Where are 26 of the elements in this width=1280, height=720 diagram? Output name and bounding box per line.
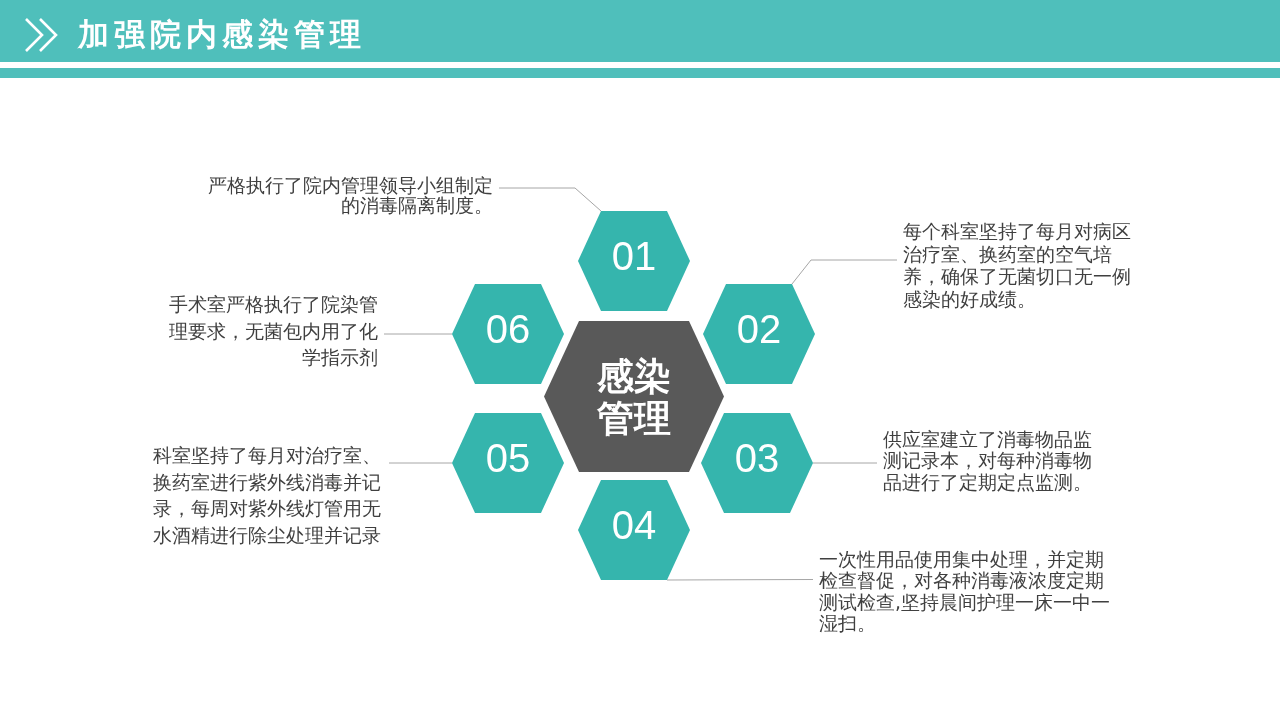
description-text: 一次性用品使用集中处理，并定期检查督促，对各种消毒液浓度定期测试检查,坚持晨间护理一床一中一湿扫。 (813, 548, 1111, 635)
description-text: 科室坚持了每月对治疗室、换药室进行紫外线消毒并记录，每周对紫外线灯管用无水酒精进行除尘处理并记录 (153, 443, 389, 549)
page-title: 加强院内感染管理 (78, 15, 366, 53)
hexagon-number: 05 (485, 438, 531, 478)
hexagon (452, 413, 564, 513)
hexagon (703, 284, 815, 384)
leader-line (383, 333, 453, 335)
description-text: 每个科室坚持了每月对病区治疗室、换药室的空气培养，确保了无菌切口无一例感染的好成绩。 (897, 221, 1139, 311)
hexagon (578, 211, 690, 311)
leader-line (812, 462, 878, 464)
hexagon (578, 480, 690, 580)
hexagon (701, 413, 813, 513)
hexagon-number: 02 (736, 309, 782, 349)
leader-line (498, 187, 602, 212)
center-label: 感染管理 (596, 356, 672, 440)
hexagon (452, 284, 564, 384)
leader-line (791, 259, 898, 285)
description-text: 手术室严格执行了院染管理要求，无菌包内用了化学指示剂 (167, 292, 385, 372)
hexagon-number: 03 (734, 438, 780, 478)
leader-line (388, 462, 453, 464)
hexagon-number: 01 (611, 236, 657, 276)
description-text: 供应室建立了消毒物品监测记录本，对每种消毒物品进行了定期定点监测。 (877, 428, 1095, 493)
hexagon-number: 06 (485, 309, 531, 349)
hexagon-number: 04 (611, 505, 657, 545)
description-text: 严格执行了院内管理领导小组制定的消毒隔离制度。 (207, 176, 500, 216)
leader-line (666, 579, 814, 581)
